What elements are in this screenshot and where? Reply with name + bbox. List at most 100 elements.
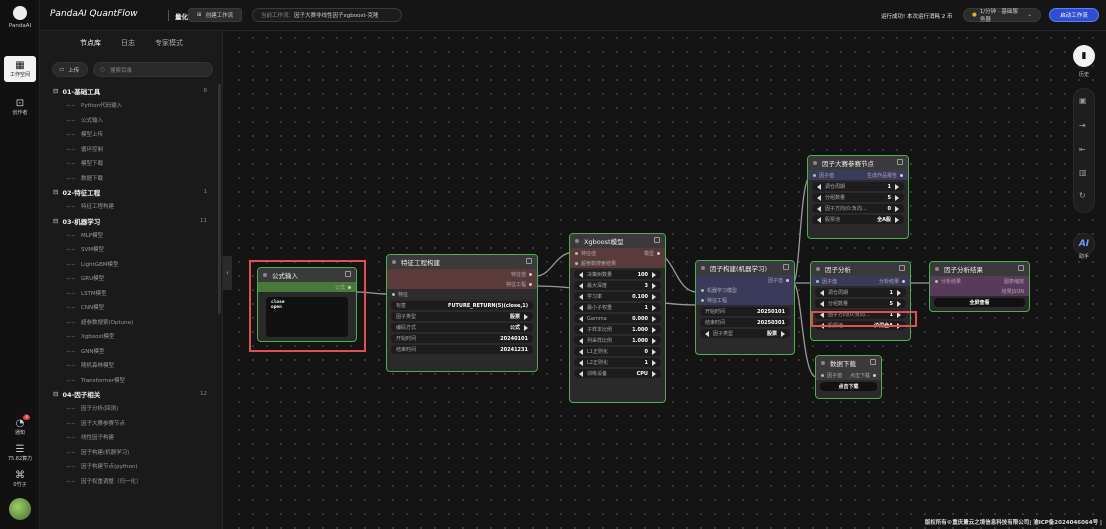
pin-icon[interactable]: [899, 265, 905, 271]
download-button[interactable]: 点击下载: [820, 382, 877, 391]
node-header[interactable]: 公式输入: [258, 268, 356, 282]
search-input[interactable]: ○搜索目录: [93, 62, 213, 77]
sidebar-scrollbar[interactable]: [218, 84, 221, 314]
tree-item[interactable]: 特征工程构建: [45, 199, 215, 214]
upload-button[interactable]: ▭上传: [52, 62, 88, 77]
tree-item[interactable]: LSTM模型: [45, 286, 215, 301]
tree-item[interactable]: 随机森林模型: [45, 358, 215, 373]
tree-item[interactable]: GNN模型: [45, 344, 215, 359]
pin-icon[interactable]: [870, 359, 876, 365]
factor-type-select[interactable]: 因子类型股票: [700, 329, 790, 338]
input-port[interactable]: 因子值: [813, 172, 834, 179]
pin-icon[interactable]: [1018, 265, 1024, 271]
tree-item[interactable]: 因子构建节点(python): [45, 459, 215, 474]
factor-direction-stepper[interactable]: 因子方向(0:负向...1: [815, 310, 906, 319]
tab-expert[interactable]: 专家模式: [155, 39, 183, 47]
trash-icon[interactable]: ▥: [1079, 168, 1087, 177]
node-header[interactable]: 因子大赛参赛节点: [808, 156, 908, 170]
output-port[interactable]: 特征值: [511, 271, 532, 278]
pin-icon[interactable]: [654, 237, 660, 243]
factor-type-select[interactable]: 因子类型股票: [391, 312, 533, 321]
input-port[interactable]: 因子值: [816, 278, 837, 285]
rail-notify[interactable]: ◔通知 3: [14, 415, 30, 436]
tree-item[interactable]: 循环控制: [45, 142, 215, 157]
input-port[interactable]: 因子值: [821, 372, 842, 379]
rail-workspace[interactable]: ▦工作空间: [4, 56, 36, 82]
pin-icon[interactable]: [345, 271, 351, 277]
history-button[interactable]: ▮: [1073, 45, 1095, 67]
rail-creator[interactable]: ⊡创作者: [12, 98, 28, 116]
output-port[interactable]: 图表缩放: [1003, 278, 1024, 285]
output-port[interactable]: 生成作品报告: [867, 172, 903, 179]
node-header[interactable]: 因子分析: [811, 262, 910, 276]
tab-log[interactable]: 日志: [121, 39, 135, 47]
tree-item[interactable]: 因子构建(机器学习): [45, 445, 215, 460]
node-analysis-result[interactable]: 因子分析结果 分析结果图表缩放 结果JSON 全屏查看: [929, 261, 1030, 312]
tree-item[interactable]: Xgboost模型: [45, 329, 215, 344]
output-port[interactable]: 因子值: [768, 277, 789, 284]
pin-icon[interactable]: [526, 258, 532, 264]
output-port[interactable]: 公式: [335, 284, 351, 291]
input-port[interactable]: 特征工程: [701, 297, 727, 304]
tree-item[interactable]: 数据下载: [45, 171, 215, 186]
pin-icon[interactable]: [897, 159, 903, 165]
node-data-download[interactable]: 数据下载 因子值点击下载 点击下载: [815, 355, 882, 399]
tree-item[interactable]: CNN模型: [45, 300, 215, 315]
tree-item[interactable]: 因子分析(回测): [45, 401, 215, 416]
tree-item[interactable]: 模型下载: [45, 156, 215, 171]
tree-item[interactable]: 超参数搜索(Optuna): [45, 315, 215, 330]
node-header[interactable]: 因子分析结果: [930, 262, 1029, 276]
tree-item[interactable]: 公式输入: [45, 113, 215, 128]
rail-coins[interactable]: ⌘0竹子: [13, 470, 27, 488]
node-header[interactable]: 因子构建(机器学习): [696, 261, 794, 275]
rail-power[interactable]: ☰75.82算力: [7, 444, 33, 462]
import-icon[interactable]: ⇤: [1079, 145, 1086, 154]
output-port[interactable]: 模型: [644, 250, 660, 257]
input-port[interactable]: 分析结果: [935, 278, 961, 285]
stock-pool-select[interactable]: 股票池全A股: [812, 215, 904, 224]
start-workflow-button[interactable]: 启动工作流: [1049, 8, 1099, 22]
tree-item[interactable]: Python代码输入: [45, 98, 215, 113]
tree-item[interactable]: 模型上传: [45, 127, 215, 142]
input-port[interactable]: 特征: [392, 291, 408, 298]
current-workflow[interactable]: 当前工作流：因子大赛非线性因子xgboost-克隆: [252, 8, 402, 22]
node-header[interactable]: 特征工程构建: [387, 255, 537, 269]
tree-item[interactable]: 因子大赛参赛节点: [45, 416, 215, 431]
output-port[interactable]: 分析结果: [879, 278, 905, 285]
input-port[interactable]: 超参数搜索结果: [575, 260, 616, 267]
plan-selector[interactable]: ●1/分钟 · 基础服务器⌄: [963, 8, 1041, 23]
pin-icon[interactable]: [783, 264, 789, 270]
formula-code-editor[interactable]: close open: [266, 297, 348, 337]
tree-item[interactable]: Transformer模型: [45, 373, 215, 388]
tree-item[interactable]: MLP模型: [45, 228, 215, 243]
tab-node-library[interactable]: 节点库: [80, 39, 101, 47]
tree-item[interactable]: GRU模型: [45, 271, 215, 286]
output-port[interactable]: 特征工程: [506, 281, 532, 288]
output-port[interactable]: 结果JSON: [1001, 288, 1024, 295]
